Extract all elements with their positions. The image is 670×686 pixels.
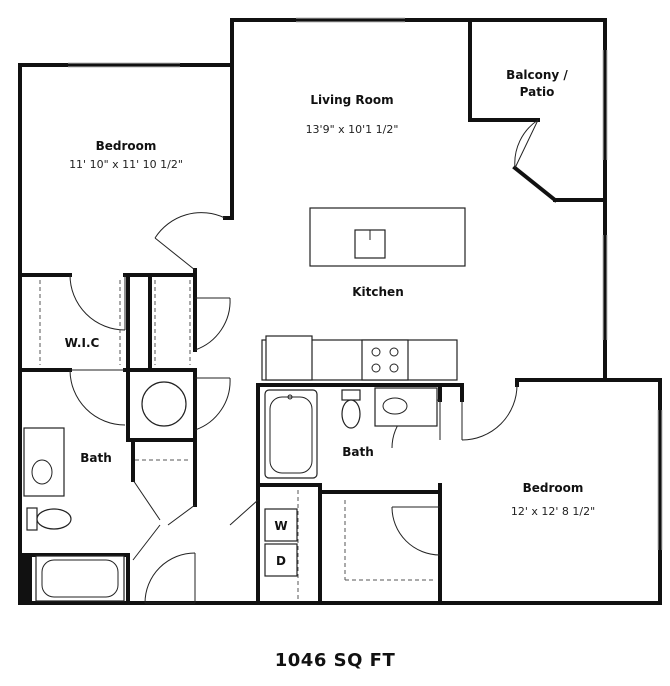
windows (68, 17, 663, 550)
kitchen-island (309, 207, 466, 267)
bath-left-name: Bath (80, 451, 112, 465)
living-room-dims: 13'9" x 10'1 1/2" (306, 123, 399, 136)
dryer (264, 543, 298, 577)
vanity (374, 387, 438, 427)
bedroom-left-name: Bedroom (96, 139, 157, 153)
dryer-label: D (276, 554, 286, 568)
balcony-walls (468, 18, 607, 203)
bedroom-left-dims: 11' 10" x 11' 10 1/2" (69, 158, 183, 171)
interior-walls (18, 216, 519, 605)
bathtub-left (35, 555, 125, 602)
balcony-name-1: Balcony / (506, 68, 568, 82)
square-footage: 1046 SQ FT (274, 650, 396, 671)
toilet (341, 399, 361, 429)
living-room-name: Living Room (310, 93, 393, 107)
center-bath-fixtures (264, 387, 438, 479)
range (361, 339, 409, 381)
doors (69, 212, 518, 604)
closet-rods (39, 280, 435, 600)
washer-label: W (274, 519, 287, 533)
left-bath-fixtures (23, 427, 125, 602)
washer (264, 508, 298, 542)
water-heater (141, 381, 187, 427)
laundry: W D (264, 508, 298, 577)
column-block (20, 555, 32, 603)
bath-center-name: Bath (342, 445, 374, 459)
vanity-left (23, 427, 65, 497)
kitchen-fixtures (261, 207, 466, 381)
balcony-name-2: Patio (520, 85, 555, 99)
toilet-left (36, 508, 72, 530)
toilet-tank-left (26, 507, 38, 531)
kitchen-name: Kitchen (352, 285, 404, 299)
refrigerator (265, 335, 313, 381)
bedroom-right-dims: 12' x 12' 8 1/2" (511, 505, 595, 518)
bedroom-right-name: Bedroom (523, 481, 584, 495)
wic-name: W.I.C (65, 336, 100, 350)
bathtub (264, 389, 318, 479)
room-labels: Bedroom 11' 10" x 11' 10 1/2" Living Roo… (65, 68, 595, 518)
toilet-tank (341, 389, 361, 401)
